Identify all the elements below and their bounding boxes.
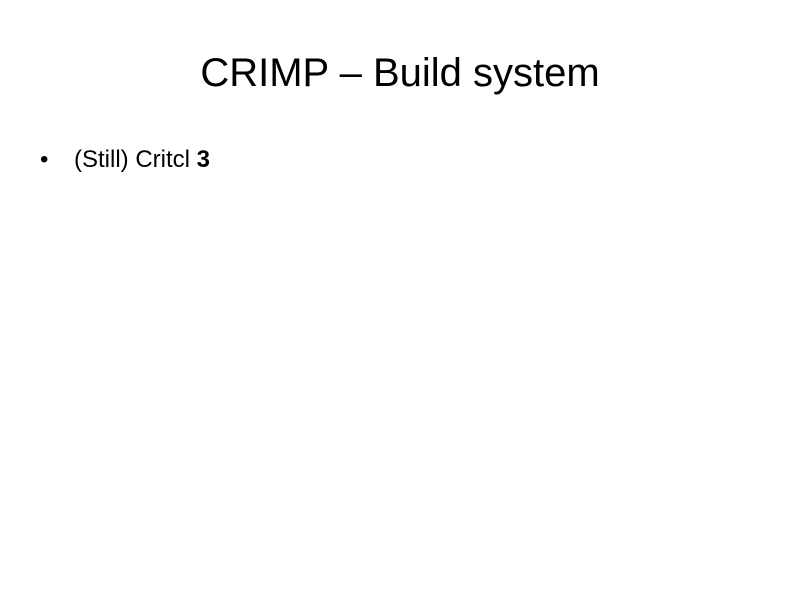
bullet-list: • (Still) Critcl 3 (40, 143, 760, 177)
slide-title: CRIMP – Build system (200, 51, 600, 95)
bullet-text: (Still) Critcl (74, 146, 197, 173)
bullet-item: • (Still) Critcl 3 (40, 143, 760, 177)
bullet-version-number: 3 (196, 146, 211, 173)
bullet-dot-icon: • (40, 146, 49, 173)
